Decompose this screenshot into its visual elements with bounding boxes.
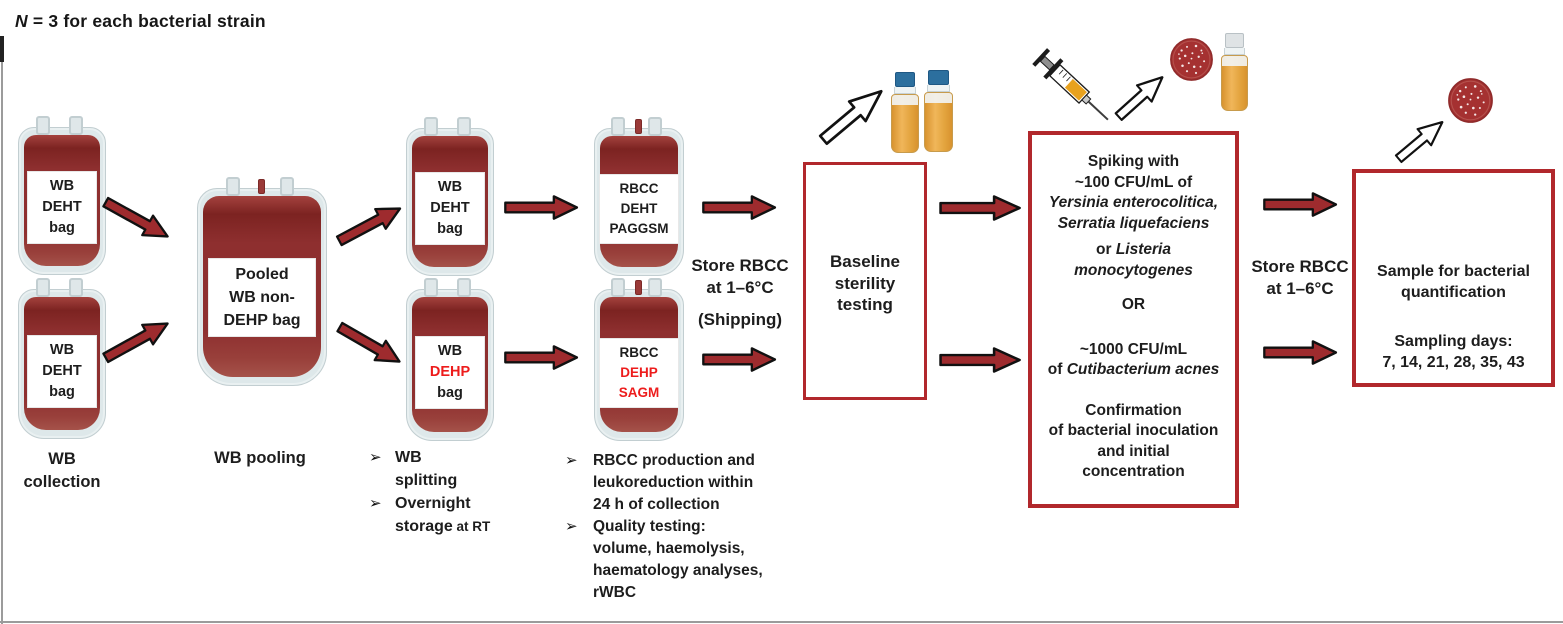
bag-port <box>647 278 662 297</box>
sampling-arrow-icon <box>1108 64 1175 128</box>
bag-label: Pooled WB non- DEHP bag <box>209 259 315 336</box>
title-rest: = 3 for each bacterial strain <box>27 11 266 31</box>
bag-port <box>279 177 294 196</box>
spiking-box: Spiking with ~100 CFU/mL of Yersinia ent… <box>1028 131 1239 508</box>
bag-label: WB DEHT bag <box>28 336 96 407</box>
storage-shipping-label: Store RBCC at 1–6°C (Shipping) <box>691 256 789 329</box>
sampling-arrow-icon <box>1388 109 1453 170</box>
caption-wb-pooling: WB pooling <box>214 449 306 467</box>
notes-production: ➢ RBCC production and leukoreduction wit… <box>565 450 763 604</box>
bag-port <box>68 116 83 135</box>
flow-arrow-icon <box>503 344 580 371</box>
flow-arrow-icon <box>97 310 177 370</box>
bullet-arrowhead-icon: ➢ <box>369 495 382 512</box>
flow-arrow-icon <box>1262 339 1339 366</box>
bottle-cap <box>895 72 915 87</box>
bag-label: WB DEHP bag <box>416 337 484 408</box>
blood-bag-icon-rbcc-deht: RBCC DEHT PAGGSM <box>594 117 684 276</box>
bag-label: RBCC DEHP SAGM <box>600 339 678 407</box>
flow-arrow-icon <box>331 314 409 374</box>
sampling-arrow-icon <box>811 76 896 155</box>
figure-title: N = 3 for each bacterial strain <box>15 11 266 32</box>
notes-splitting: ➢ WB splitting ➢ Overnight storage at RT <box>369 446 495 538</box>
note-item: ➢ Overnight storage at RT <box>369 492 495 538</box>
petri-dish-icon <box>1447 77 1494 124</box>
sampling-box: Sample for bacterial quantification Samp… <box>1352 169 1555 387</box>
baseline-sterility-text: Baseline sterility testing <box>830 252 900 314</box>
bag-port <box>456 117 471 136</box>
bag-tube <box>634 280 642 295</box>
bag-port <box>424 278 439 297</box>
bag-port <box>36 116 51 135</box>
culture-bottle-icon <box>1221 33 1248 111</box>
bottle-cap <box>928 70 949 85</box>
bag-port <box>226 177 241 196</box>
flow-arrow-icon <box>97 189 177 249</box>
bag-port <box>456 278 471 297</box>
petri-dish-icon <box>1169 37 1214 82</box>
bag-label: WB DEHT bag <box>28 172 96 243</box>
bag-port <box>68 278 83 297</box>
blood-bag-icon-wb-deht-bottom: WB DEHT bag <box>18 278 106 439</box>
bag-port <box>424 117 439 136</box>
note-item: ➢ Quality testing: volume, haemolysis, h… <box>565 518 763 601</box>
flow-arrow-icon <box>938 194 1023 222</box>
flow-arrow-icon <box>701 194 778 221</box>
figure-border-left <box>1 36 3 624</box>
figure-border-left-mark <box>0 36 4 62</box>
bag-port <box>610 278 625 297</box>
bag-label: RBCC DEHT PAGGSM <box>600 175 678 243</box>
flow-arrow-icon <box>701 346 778 373</box>
bottle-cap <box>1225 33 1244 48</box>
figure-border-bottom <box>0 621 1563 623</box>
flow-arrow-icon <box>938 346 1023 374</box>
bag-port <box>36 278 51 297</box>
bullet-arrowhead-icon: ➢ <box>565 452 578 469</box>
blood-bag-icon-pooled: Pooled WB non- DEHP bag <box>197 177 327 386</box>
flow-arrow-icon <box>331 195 409 254</box>
bullet-arrowhead-icon: ➢ <box>565 518 578 535</box>
bag-port <box>647 117 662 136</box>
baseline-sterility-box: Baseline sterility testing <box>803 162 927 400</box>
bag-label: WB DEHT bag <box>416 173 484 244</box>
blood-bag-icon-split-deht: WB DEHT bag <box>406 117 494 276</box>
bag-tube <box>634 119 642 134</box>
storage-final-label: Store RBCC at 1–6°C <box>1251 257 1349 298</box>
culture-bottle-icon <box>924 70 953 152</box>
bag-tube <box>258 179 266 194</box>
culture-bottle-icon <box>891 72 919 153</box>
title-n: N <box>15 11 28 31</box>
bag-port <box>610 117 625 136</box>
blood-bag-icon-rbcc-dehp: RBCC DEHP SAGM <box>594 278 684 441</box>
syringe-icon <box>1026 42 1124 137</box>
note-item: ➢ WB splitting <box>369 446 495 492</box>
blood-bag-icon-split-dehp: WB DEHP bag <box>406 278 494 441</box>
flow-arrow-icon <box>503 194 580 221</box>
blood-bag-icon-wb-deht-top: WB DEHT bag <box>18 116 106 275</box>
caption-wb-collection: WB collection <box>23 450 101 491</box>
flow-arrow-icon <box>1262 191 1339 218</box>
note-item: ➢ RBCC production and leukoreduction wit… <box>565 452 755 513</box>
bullet-arrowhead-icon: ➢ <box>369 449 382 466</box>
